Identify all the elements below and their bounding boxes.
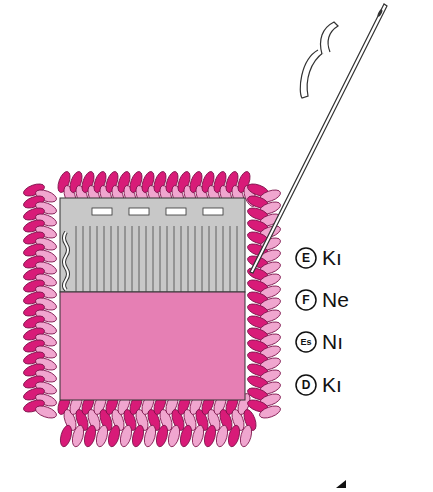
stitch-line — [160, 226, 161, 292]
label-text: Kı — [322, 373, 342, 397]
stitch-line — [216, 226, 217, 292]
fringe-loop — [214, 424, 229, 448]
stitch-line — [111, 226, 112, 292]
stitch-line — [167, 226, 168, 292]
loose-thread — [64, 232, 68, 290]
fringe-loop — [82, 424, 97, 448]
fringe-loop — [238, 424, 253, 448]
stitch-line — [125, 226, 126, 292]
callout-letter: D — [296, 375, 316, 395]
stitch-line — [153, 226, 154, 292]
fringe-loop — [202, 424, 217, 448]
stitch-lines — [76, 226, 237, 292]
fringe-loop — [106, 424, 121, 448]
label-text: Nı — [322, 330, 343, 354]
dash-stitch — [203, 208, 223, 215]
callout-letter: Es — [296, 332, 316, 352]
stitch-line — [209, 226, 210, 292]
stitch-line — [90, 226, 91, 292]
grey-fabric — [60, 198, 245, 292]
stitch-line — [139, 226, 140, 292]
fringe-loop — [130, 424, 145, 448]
callout-letter: F — [296, 290, 316, 310]
needle — [250, 4, 387, 273]
dash-stitch — [129, 208, 149, 215]
stitch-line — [118, 226, 119, 292]
thread — [300, 50, 324, 98]
stitch-line — [230, 226, 231, 292]
stitch-line — [188, 226, 189, 292]
loose-thread — [64, 232, 68, 290]
stitch-line — [181, 226, 182, 292]
dash-stitches — [92, 208, 223, 215]
stitch-line — [132, 226, 133, 292]
stitch-line — [237, 226, 238, 292]
dash-stitch — [166, 208, 186, 215]
fringe-loop — [142, 424, 157, 448]
stitch-line — [174, 226, 175, 292]
corner-mark — [336, 480, 346, 488]
stitch-line — [83, 226, 84, 292]
pink-fabric — [60, 292, 245, 400]
stitch-line — [202, 226, 203, 292]
label-text: Ne — [322, 288, 349, 312]
dash-stitch — [92, 208, 112, 215]
fringe-loop — [154, 424, 169, 448]
needle-eye — [377, 9, 383, 18]
callout-circles — [296, 248, 316, 395]
fringe-loop — [94, 424, 109, 448]
stitch-line — [195, 226, 196, 292]
fringe — [22, 170, 282, 448]
fringe-loop — [34, 404, 58, 421]
callout-letter: E — [296, 248, 316, 268]
stitch-line — [104, 226, 105, 292]
stitch-line — [76, 226, 77, 292]
thread — [321, 22, 339, 54]
fringe-loop — [58, 424, 73, 448]
fringe-loop — [166, 424, 181, 448]
stitch-line — [223, 226, 224, 292]
fringe-loop — [70, 424, 85, 448]
fringe-loop — [258, 404, 282, 421]
stitch-line — [97, 226, 98, 292]
stitch-line — [146, 226, 147, 292]
fringe-loop — [226, 424, 241, 448]
fringe-loop — [178, 424, 193, 448]
fringe-loop — [118, 424, 133, 448]
label-text: Kı — [322, 246, 342, 270]
fringe-loop — [190, 424, 205, 448]
